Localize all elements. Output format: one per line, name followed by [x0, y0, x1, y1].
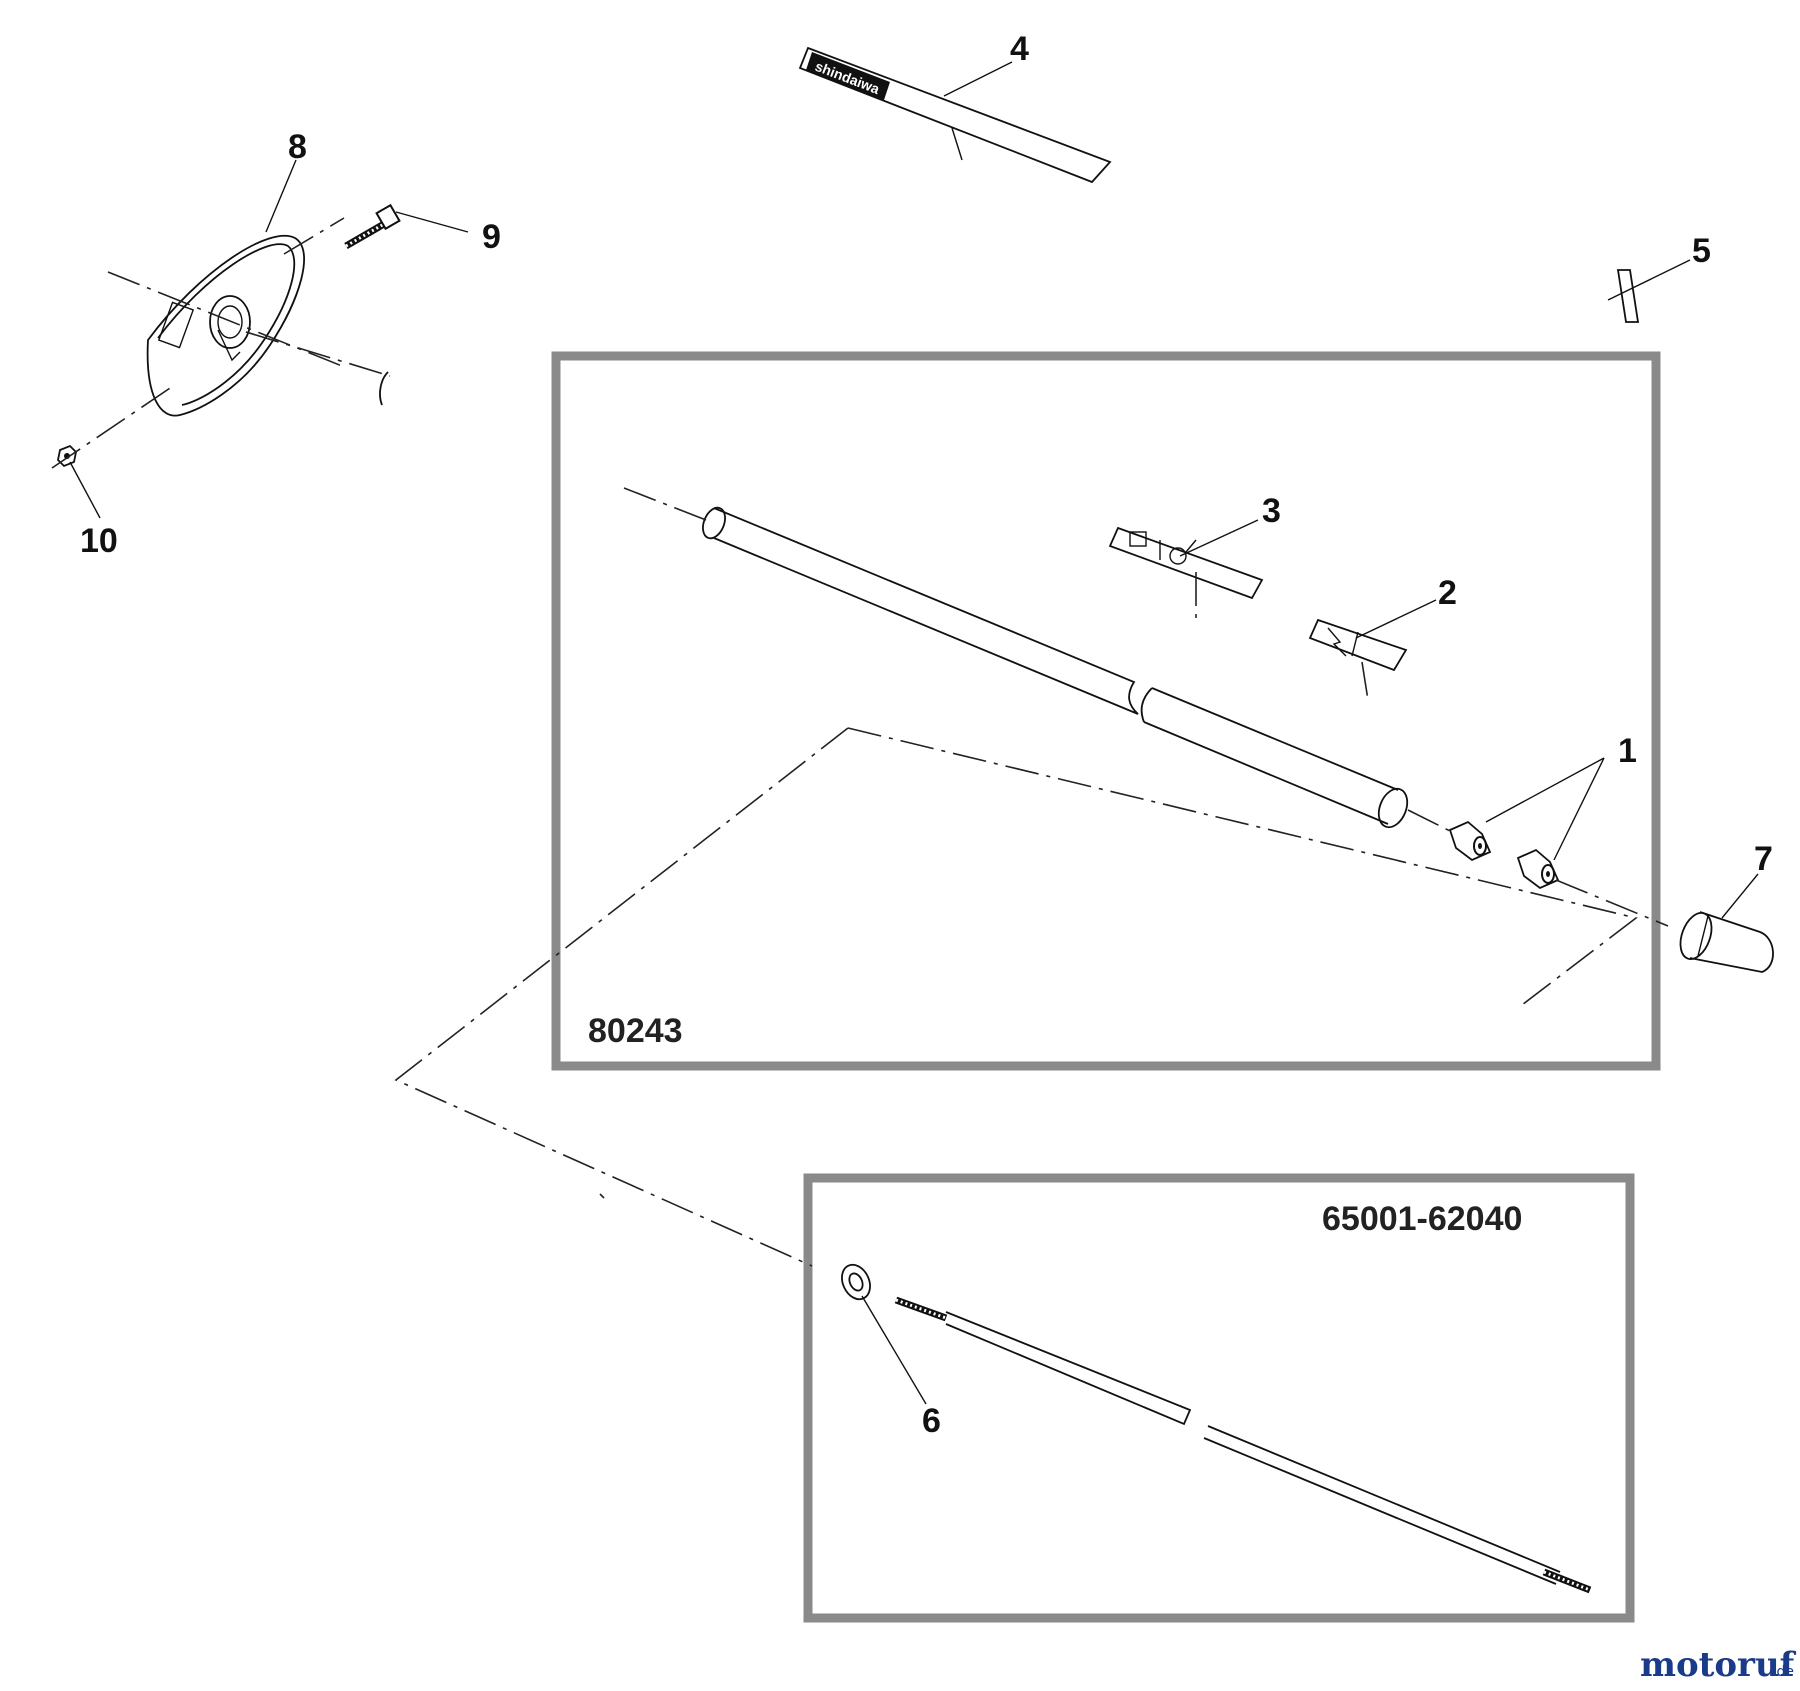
label-decal-2 [1308, 618, 1408, 672]
watermark-suffix: .de [1772, 1664, 1794, 1680]
callout-6: 6 [922, 1402, 941, 1440]
drive-shaft [894, 1296, 1592, 1594]
callout-4: 4 [1010, 30, 1029, 68]
assembly-code-65001-62040: 65001-62040 [1322, 1200, 1522, 1238]
watermark-main: motoruf [1640, 1645, 1797, 1685]
assembly-code-80243: 80243 [588, 1012, 683, 1050]
callout-1: 1 [1618, 732, 1637, 770]
drive-tube [702, 506, 1409, 829]
callout-10: 10 [80, 522, 118, 560]
callout-8: 8 [288, 128, 307, 166]
brand-decal: shindaiwa [798, 46, 1112, 184]
callout-9: 9 [482, 218, 501, 256]
washer [841, 1263, 871, 1301]
callout-3: 3 [1262, 492, 1281, 530]
end-cap [1679, 911, 1774, 973]
small-decal [1616, 269, 1640, 323]
screw [344, 203, 401, 250]
label-decal-3 [1108, 526, 1264, 600]
cover-guard [146, 234, 389, 417]
bushing-a [1448, 820, 1492, 862]
watermark-logo: motoruf .de [1640, 1645, 1797, 1685]
callout-7: 7 [1754, 840, 1773, 878]
bushing-b [1516, 848, 1560, 890]
assembly-box-65001-62040 [803, 1173, 1635, 1623]
leader-lines [69, 61, 1759, 1405]
callout-2: 2 [1438, 574, 1457, 612]
assembly-box-80243 [551, 351, 1661, 1071]
assembly-centerlines [51, 217, 1669, 1267]
callout-5: 5 [1692, 232, 1711, 270]
